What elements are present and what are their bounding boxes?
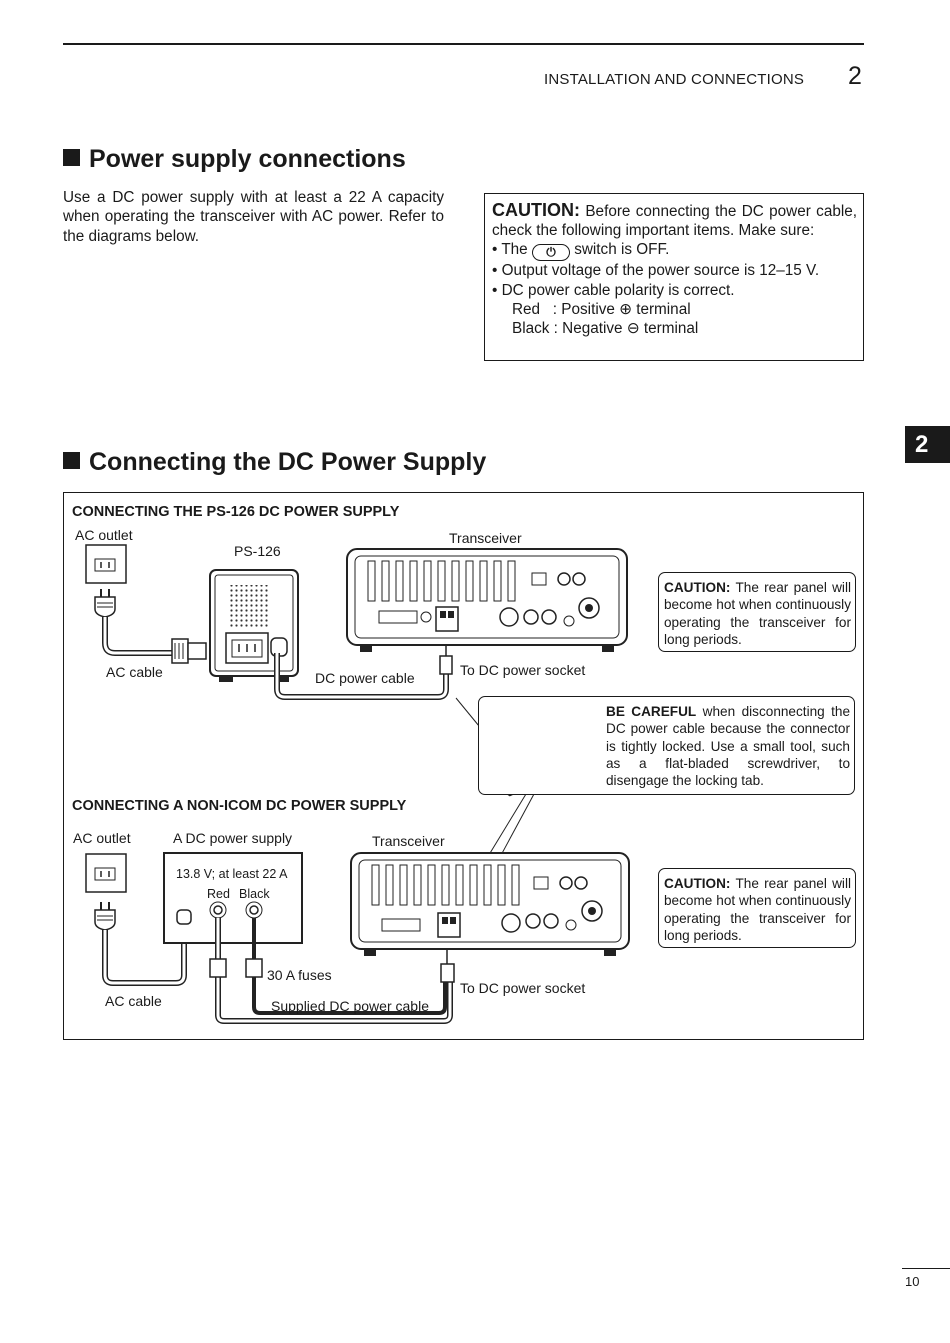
power-supply-intro: Use a DC power supply with at least a 22… (63, 189, 444, 245)
black-lead (252, 918, 447, 1015)
non-icom-heading: CONNECTING A NON-ICOM DC POWER SUPPLY (72, 798, 407, 814)
page-number: 10 (905, 1274, 920, 1289)
ac-plug-bottom (94, 902, 116, 931)
rear-panel-caution-top: CAUTION: The rear panel will become hot … (658, 572, 856, 652)
chapter-title: INSTALLATION AND CONNECTIONS (544, 71, 805, 88)
to-dc-socket-label-bottom: To DC power socket (460, 980, 586, 996)
fuses-label: 30 A fuses (267, 967, 332, 983)
ac-outlet-bottom (85, 853, 127, 893)
chapter-number: 2 (848, 62, 862, 90)
ac-cable-label-bottom: AC cable (105, 993, 162, 1009)
be-careful-text: BE CAREFUL when disconnecting the DC pow… (606, 704, 851, 789)
caution-bullet-switch: • The ⏻ switch is OFF. (492, 241, 670, 262)
section-bullet-square (63, 149, 80, 166)
ac-cable-top (102, 617, 174, 656)
footer-rule (902, 1268, 950, 1269)
rear-panel-caution-bottom: CAUTION: The rear panel will become hot … (658, 868, 856, 948)
red-terminal-label: Red (207, 887, 230, 901)
ac-outlet-label-top: AC outlet (75, 527, 133, 543)
caution-bullet-polarity: • DC power cable polarity is correct. (492, 281, 735, 299)
section-title-power-supply: Power supply connections (63, 145, 406, 174)
caution-red-line: Red : Positive ⊕ terminal (512, 300, 691, 318)
ac-outlet-label-bottom: AC outlet (73, 830, 131, 846)
caution-bullet-voltage: • Output voltage of the power source is … (492, 262, 820, 280)
section-bullet-square (63, 452, 80, 469)
be-careful-note: BE CAREFUL when disconnecting the DC pow… (478, 696, 855, 795)
dc-power-supply-unit (163, 852, 303, 944)
to-dc-socket-label-top: To DC power socket (460, 662, 586, 678)
transceiver-label-top: Transceiver (449, 530, 522, 546)
ac-plug-top (94, 589, 116, 618)
dc-supply-rating: 13.8 V; at least 22 A (176, 867, 288, 881)
caution-lead-text: Before connecting the DC power cable, ch… (492, 203, 858, 240)
ps126-heading: CONNECTING THE PS-126 DC POWER SUPPLY (72, 504, 400, 520)
dc-supply-label: A DC power supply (173, 830, 293, 846)
transceiver-label-bottom: Transceiver (372, 833, 445, 849)
power-icon: ⏻ (531, 244, 570, 262)
chapter-side-tab: 2 (905, 426, 950, 463)
caution-lead: CAUTION: Before connecting the DC power … (492, 200, 858, 240)
black-terminal-label: Black (239, 887, 270, 901)
ac-outlet-top (85, 544, 127, 584)
caution-label: CAUTION: (492, 200, 580, 220)
iec-plug (171, 638, 207, 664)
transceiver-rear-bottom (350, 852, 630, 956)
dc-power-cable-label: DC power cable (315, 670, 415, 686)
header-rule (63, 43, 864, 45)
caution-box: CAUTION: Before connecting the DC power … (484, 193, 864, 361)
ps126-label: PS-126 (234, 543, 281, 559)
ac-cable-label-top: AC cable (106, 664, 163, 680)
connection-diagram: CONNECTING THE PS-126 DC POWER SUPPLY AC… (63, 492, 864, 1040)
ps126-unit (209, 569, 299, 682)
section-title-dc-supply: Connecting the DC Power Supply (63, 448, 486, 477)
supplied-cable-label: Supplied DC power cable (271, 998, 429, 1014)
caution-black-line: Black : Negative ⊖ terminal (512, 320, 699, 338)
fuse-holders (209, 958, 263, 978)
transceiver-rear-top (346, 548, 628, 652)
